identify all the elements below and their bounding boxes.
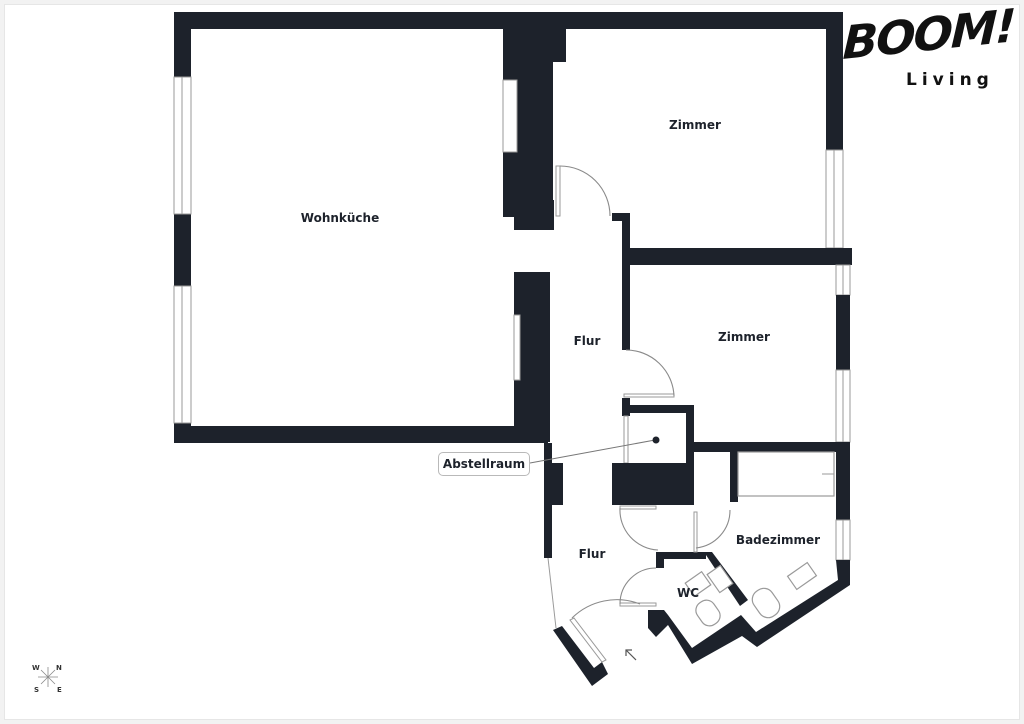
sink-wc xyxy=(706,564,734,594)
wall-door-stub xyxy=(612,213,630,221)
door-zimmer-top xyxy=(555,165,611,217)
abstellraum-marker xyxy=(652,436,660,444)
toilet-wc xyxy=(684,570,721,627)
room-label-wc: WC xyxy=(676,586,700,600)
wall-lower-diagonal xyxy=(648,560,850,664)
wall-bath-top xyxy=(690,442,850,452)
wall-zimmer-divider xyxy=(624,248,852,265)
abstellraum-leader-line xyxy=(529,439,656,464)
brand-logo: BOOM! Living xyxy=(842,0,1016,90)
abstell-door xyxy=(623,415,629,464)
room-label-flur-upper: Flur xyxy=(573,334,601,348)
compass: W N S E xyxy=(28,660,70,696)
wall-right-mid xyxy=(836,295,850,370)
room-label-flur-lower: Flur xyxy=(578,547,606,561)
wall-chimney-3 xyxy=(514,200,554,230)
window-left-lower xyxy=(173,285,192,424)
wall-abstell-top xyxy=(622,405,694,413)
compass-s: S xyxy=(34,686,40,694)
window-flur-left xyxy=(547,557,557,629)
wall-left-2 xyxy=(174,214,191,286)
door-bath xyxy=(693,509,731,553)
wall-entry-left xyxy=(553,626,608,686)
compass-w: W xyxy=(32,664,40,672)
wall-flur-zimmer xyxy=(622,213,630,350)
room-label-zimmer-mid: Zimmer xyxy=(718,330,770,344)
wall-abstell-stub xyxy=(622,398,630,416)
wall-abstell-block xyxy=(612,463,692,505)
wall-wohnkueche-bottom xyxy=(174,426,548,443)
wall-right-lower xyxy=(836,442,850,520)
bathtub xyxy=(737,451,835,497)
wall-right-top xyxy=(826,12,843,150)
room-label-zimmer-top: Zimmer xyxy=(669,118,721,132)
sink-bath xyxy=(786,561,818,591)
wall-bath-left xyxy=(730,452,738,502)
window-right-lower xyxy=(835,519,851,561)
door-zimmer-mid xyxy=(623,349,675,398)
wall-flur-left-block xyxy=(552,463,563,505)
toilet-bath xyxy=(751,587,781,619)
window-right-mid-1 xyxy=(835,264,851,296)
wall-left-1 xyxy=(174,12,191,77)
window-right-mid-2 xyxy=(835,369,851,443)
window-right-top xyxy=(825,149,844,249)
door-entry xyxy=(569,599,641,663)
compass-rose-icon xyxy=(38,667,58,687)
compass-e: E xyxy=(57,686,62,694)
room-label-wohnkueche: Wohnküche xyxy=(300,211,380,225)
entry-arrow-icon xyxy=(625,649,637,661)
window-wohnkueche-right xyxy=(513,314,521,381)
room-label-abstellraum: Abstellraum xyxy=(438,452,530,476)
window-chimney xyxy=(502,79,518,153)
door-flur-lower xyxy=(619,505,659,551)
wall-wc-top xyxy=(656,552,706,568)
wall-abstell-right xyxy=(686,405,694,505)
room-label-badezimmer: Badezimmer xyxy=(735,533,821,547)
brand-tagline: Living xyxy=(906,70,994,90)
wall-flur-left xyxy=(544,443,552,558)
compass-n: N xyxy=(56,664,62,672)
window-left-upper xyxy=(173,76,192,215)
